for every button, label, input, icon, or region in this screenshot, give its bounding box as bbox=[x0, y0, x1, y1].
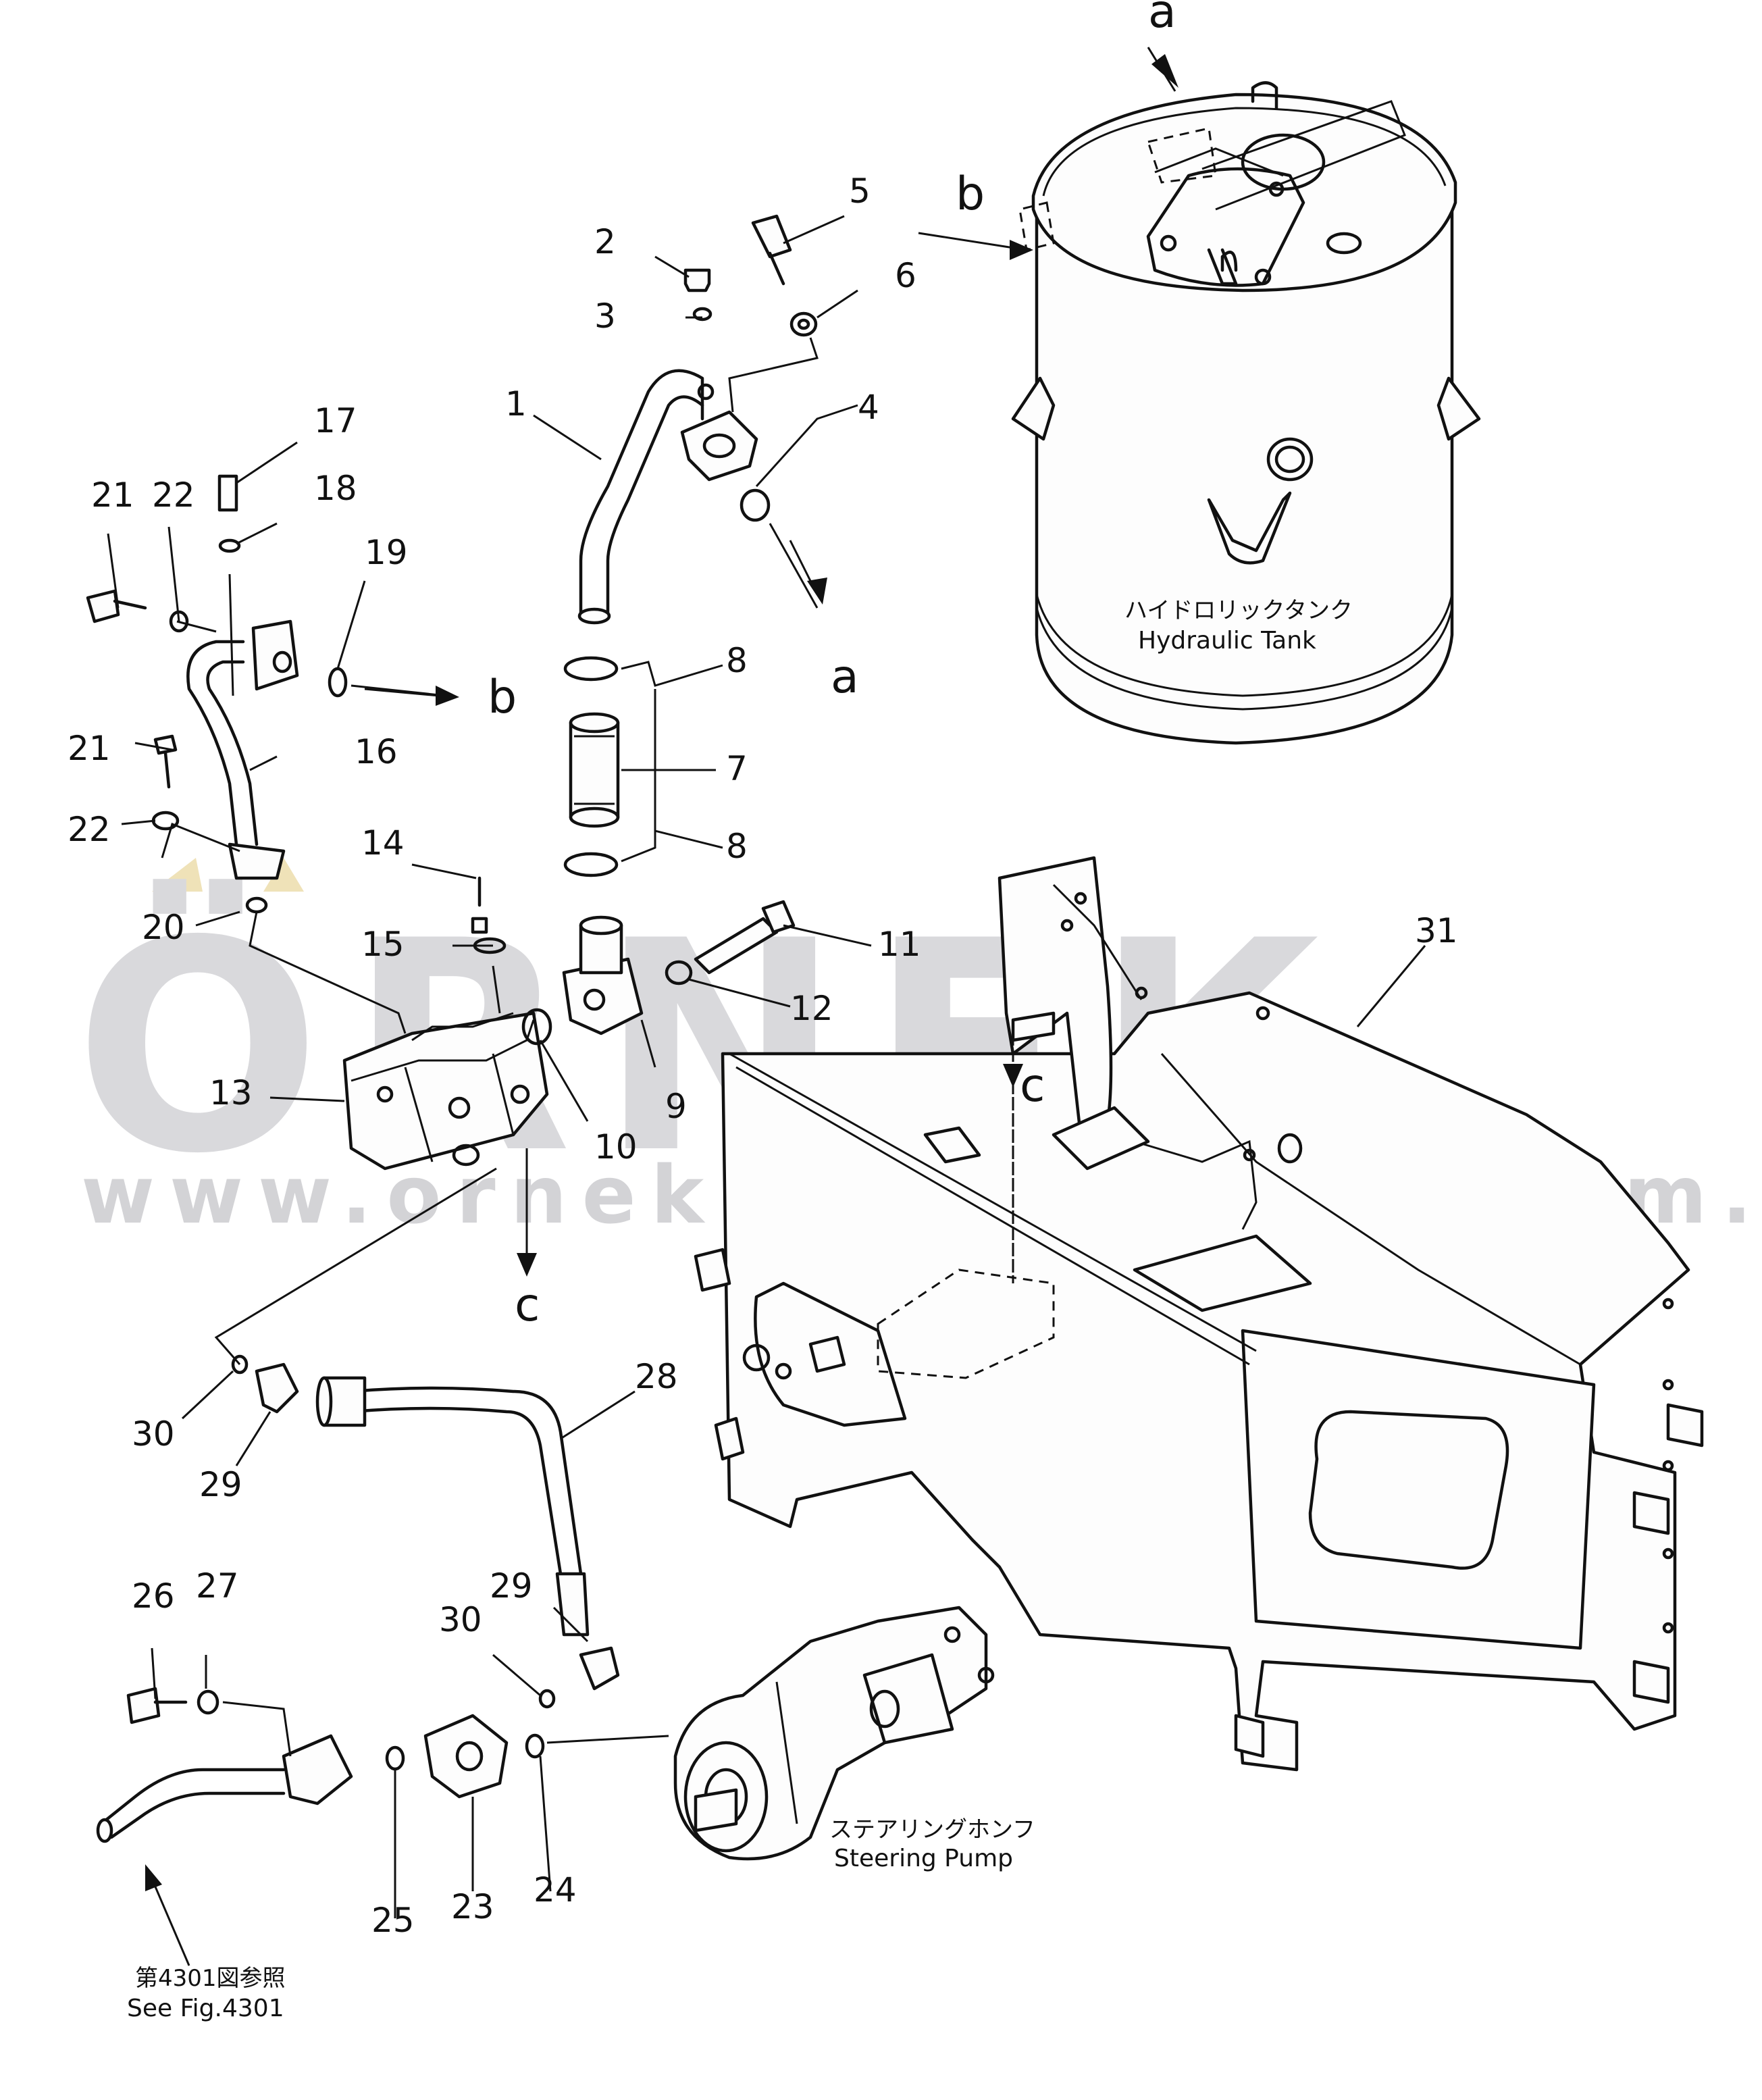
part-number: 27 bbox=[196, 1566, 239, 1606]
part-number: 3 bbox=[594, 297, 616, 336]
part-number: 4 bbox=[858, 388, 879, 427]
part-number: 9 bbox=[665, 1087, 687, 1126]
see-fig-caption-en: See Fig.4301 bbox=[127, 1995, 284, 2022]
suction-pipe-assembly bbox=[563, 369, 758, 877]
pump-caption-en: Steering Pump bbox=[834, 1845, 1013, 1872]
tank-caption-en: Hydraulic Tank bbox=[1138, 627, 1316, 655]
hydraulic-tank: ハイドロリックタンク Hydraulic Tank bbox=[1011, 81, 1481, 745]
part-number: 14 bbox=[361, 823, 405, 863]
view-marker-c: c bbox=[515, 1279, 540, 1332]
part-number: 2 bbox=[594, 222, 616, 261]
part-number: 19 bbox=[365, 533, 408, 572]
part-number: 11 bbox=[878, 925, 921, 964]
part-number: 17 bbox=[314, 401, 357, 440]
part-number: 30 bbox=[439, 1600, 482, 1639]
part-number: 1 bbox=[505, 384, 527, 424]
part-number: 23 bbox=[451, 1887, 494, 1926]
view-marker-b: b bbox=[956, 168, 985, 221]
watermark-accent bbox=[152, 858, 203, 892]
part-number: 30 bbox=[132, 1414, 175, 1454]
part-number: 21 bbox=[68, 729, 111, 768]
part-number: 25 bbox=[371, 1901, 415, 1940]
part-number: 21 bbox=[91, 476, 134, 515]
part-number: 29 bbox=[199, 1465, 242, 1504]
pump-caption-jp: ステアリングホンフ bbox=[829, 1816, 1035, 1843]
view-markers: a a b b c c bbox=[488, 0, 1176, 1332]
tank-caption-jp: ハイドロリックタンク bbox=[1124, 597, 1353, 624]
part-number: 31 bbox=[1415, 911, 1458, 950]
frame-31 bbox=[694, 856, 1704, 1772]
part-number: 22 bbox=[68, 810, 111, 849]
view-marker-a: a bbox=[1148, 0, 1176, 39]
view-marker-c: c bbox=[1020, 1059, 1045, 1112]
flange-block-9 bbox=[562, 900, 796, 1035]
part-number: 10 bbox=[594, 1127, 638, 1167]
hose-28-assembly bbox=[231, 1354, 620, 1709]
watermark-accent bbox=[263, 858, 304, 892]
part-number: 20 bbox=[142, 908, 185, 947]
see-fig-caption-jp: 第4301図参照 bbox=[135, 1965, 286, 1992]
view-marker-a: a bbox=[831, 650, 859, 704]
steering-valve-13 bbox=[342, 876, 552, 1171]
arrow-heads bbox=[145, 54, 1178, 1891]
part-number: 16 bbox=[355, 732, 398, 771]
part-number: 29 bbox=[490, 1566, 533, 1606]
steering-pump: ステアリングホンフ Steering Pump bbox=[673, 1606, 1035, 1872]
part-number: 24 bbox=[534, 1870, 577, 1910]
part-number: 8 bbox=[726, 641, 748, 680]
view-marker-b: b bbox=[488, 671, 517, 724]
pump-flange-parts: 第4301図参照 See Fig.4301 bbox=[96, 1687, 545, 2022]
part-number: 22 bbox=[152, 476, 195, 515]
part-number: 5 bbox=[849, 172, 871, 211]
part-number: 7 bbox=[726, 749, 748, 788]
part-number: 15 bbox=[361, 925, 405, 964]
part-number: 8 bbox=[726, 827, 748, 866]
part-number: 13 bbox=[209, 1073, 253, 1112]
part-number: 26 bbox=[132, 1577, 175, 1616]
small-parts-top bbox=[683, 214, 818, 522]
part-number-labels: 1 2 3 4 5 6 7 8 8 9 10 11 12 13 14 15 16… bbox=[68, 172, 1458, 1940]
part-number: 12 bbox=[790, 989, 833, 1028]
part-number: 6 bbox=[895, 256, 916, 295]
part-number: 18 bbox=[314, 469, 357, 508]
leader-lines bbox=[107, 47, 1426, 1966]
part-number: 28 bbox=[635, 1357, 678, 1396]
pipe-16-assembly bbox=[86, 474, 348, 914]
